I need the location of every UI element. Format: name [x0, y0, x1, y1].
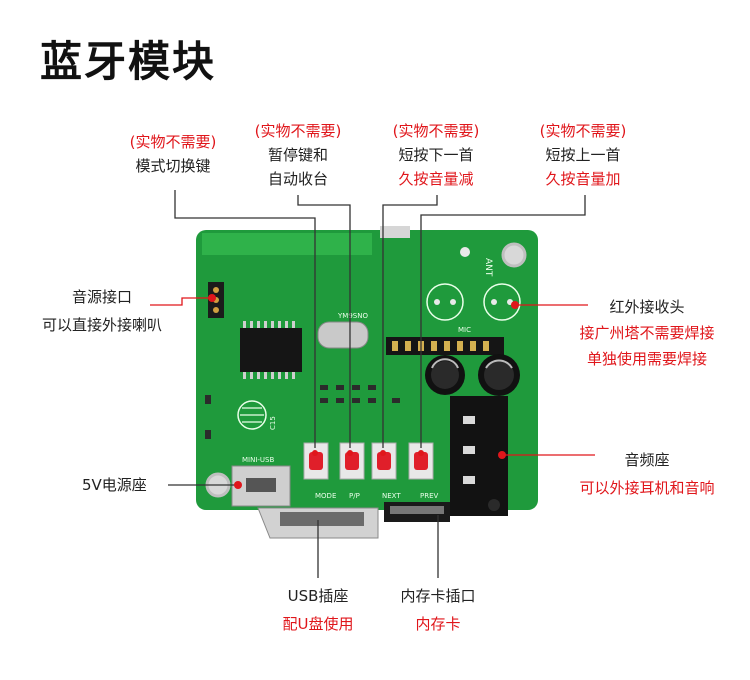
silk-crystal: YM9SNO: [337, 312, 368, 320]
antenna-area: [202, 233, 372, 255]
callout-audio-source: 音源接口 可以直接外接喇叭: [22, 283, 182, 339]
callout-note: (实物不需要): [392, 122, 480, 140]
silk-next: NEXT: [382, 492, 401, 500]
logo-mark: [237, 400, 267, 430]
callout-note: (实物不需要): [129, 133, 217, 151]
ir-footprint: [426, 283, 464, 321]
callout-text: 自动收台: [267, 170, 328, 188]
callout-text: 短按下一首: [398, 146, 474, 164]
ir-receiver-footprint: [483, 283, 521, 321]
callout-text: USB插座: [287, 587, 349, 605]
callout-text: 音源接口: [71, 288, 132, 306]
callout-text: 模式切换键: [135, 157, 211, 175]
callout-power: 5V电源座: [82, 473, 147, 497]
callout-usb: USB插座 配U盘使用: [258, 582, 378, 638]
callout-prev: (实物不需要) 短按上一首 久按音量加: [518, 119, 648, 191]
silk-prev: PREV: [420, 492, 439, 500]
callout-text-red: 可以外接耳机和音响: [579, 479, 715, 497]
callout-pause: (实物不需要) 暂停键和 自动收台: [233, 119, 363, 191]
silk-ant: ANT: [483, 258, 493, 277]
callout-lines: [168, 190, 586, 578]
callout-text-red: 接广州塔不需要焊接: [579, 324, 715, 342]
callout-jack: 音频座 可以外接耳机和音响: [552, 446, 742, 502]
callout-text: 短按上一首: [545, 146, 621, 164]
crystal: [317, 321, 369, 349]
page-title: 蓝牙模块: [40, 37, 217, 86]
button-prev: [408, 442, 434, 480]
silk-mode: MODE: [315, 492, 336, 500]
callout-text-red: 内存卡: [415, 615, 461, 633]
button-next: [371, 442, 397, 480]
callout-card: 内存卡插口 内存卡: [378, 582, 498, 638]
silk-pp: P/P: [349, 492, 360, 500]
callout-text: 音频座: [624, 451, 670, 469]
callout-text: 5V电源座: [82, 476, 147, 494]
callout-text-red: 配U盘使用: [282, 615, 354, 633]
button-mode: [303, 442, 329, 480]
silk-c15: C15: [269, 416, 277, 430]
silk-mini-usb: MINI-USB: [242, 456, 274, 464]
silk-mic: MIC: [458, 326, 471, 334]
callout-text-red: 久按音量减: [398, 170, 474, 188]
callout-text: 红外接收头: [609, 298, 685, 316]
callout-text: 可以直接外接喇叭: [41, 316, 162, 334]
callout-text-red: 单独使用需要焊接: [586, 350, 707, 368]
callout-text-red: 久按音量加: [545, 170, 621, 188]
callout-note: (实物不需要): [539, 122, 627, 140]
mounting-hole: [501, 242, 527, 268]
callout-note: (实物不需要): [254, 122, 342, 140]
callout-text: 暂停键和: [267, 146, 328, 164]
callout-mode: (实物不需要) 模式切换键: [108, 130, 238, 178]
callout-next: (实物不需要) 短按下一首 久按音量减: [371, 119, 501, 191]
callout-lines-red: [150, 297, 595, 456]
callout-text: 内存卡插口: [400, 587, 476, 605]
button-pause: [339, 442, 365, 480]
ic-chip: [240, 328, 302, 372]
callout-ir: 红外接收头 接广州塔不需要焊接 单独使用需要焊接: [552, 294, 742, 372]
